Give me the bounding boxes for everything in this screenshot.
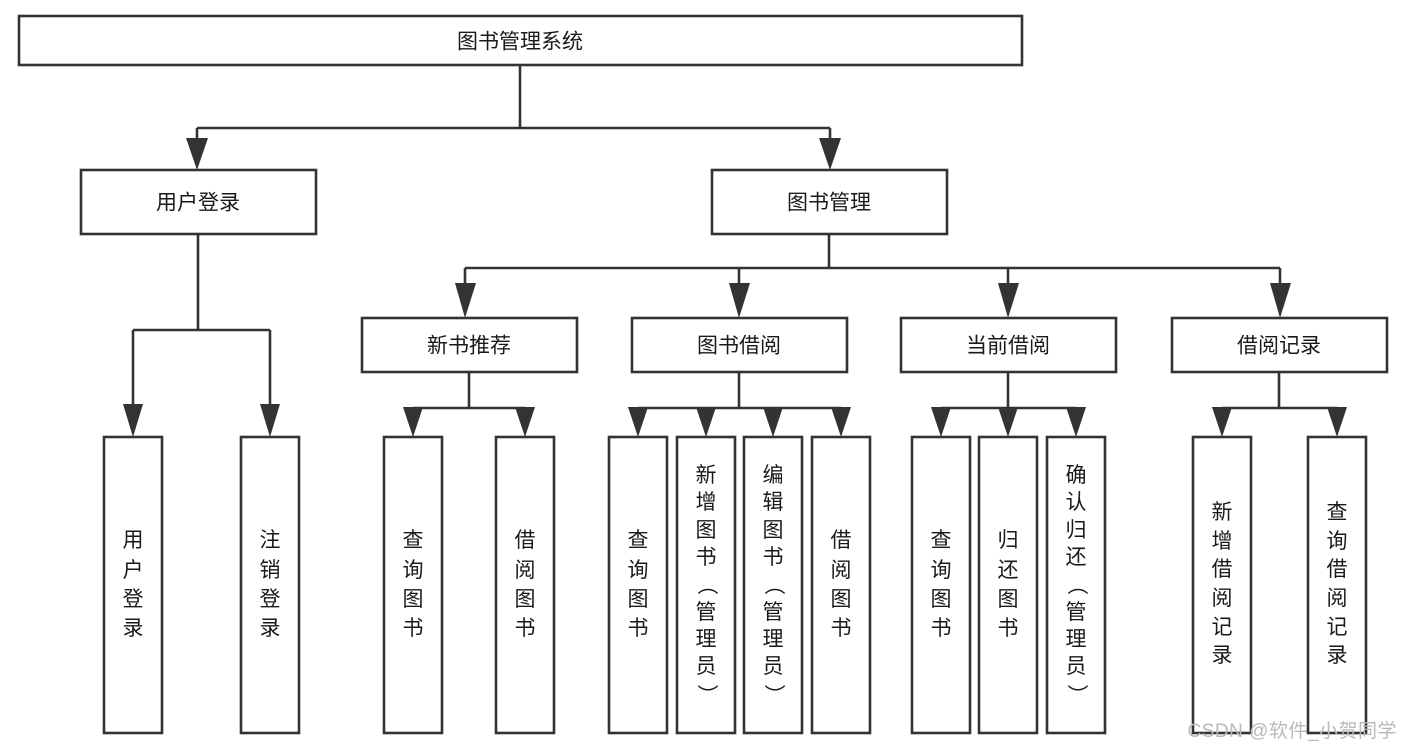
watermark: CSDN @软件_小贺同学 bbox=[1187, 721, 1397, 742]
node-root[interactable]: 图书管理系统 bbox=[17, 14, 1024, 67]
arrowhead-leaf-query-book-2 bbox=[628, 407, 648, 437]
node-user-login[interactable]: 用户登录 bbox=[79, 168, 318, 236]
arrowhead-leaf-confirm-return-admin bbox=[1066, 407, 1086, 437]
leaf-borrow-book-2-box[interactable] bbox=[810, 435, 872, 735]
arrowhead-borrow-record bbox=[1270, 283, 1291, 318]
node-current-borrow[interactable]: 当前借阅 bbox=[899, 316, 1118, 374]
node-book-borrow[interactable]: 图书借阅 bbox=[630, 316, 849, 374]
current-borrow-label: 当前借阅 bbox=[966, 335, 1050, 358]
arrowhead-leaf-user-login bbox=[123, 404, 143, 437]
new-book-recommend-label: 新书推荐 bbox=[427, 335, 511, 358]
leaf-return-book-box[interactable] bbox=[977, 435, 1039, 735]
arrowhead-book-borrow bbox=[729, 283, 750, 318]
book-borrow-label: 图书借阅 bbox=[697, 335, 781, 358]
leaf-query-book-3-box[interactable] bbox=[910, 435, 972, 735]
arrowhead-leaf-user-logout bbox=[260, 404, 280, 437]
leaf-query-book-1-box[interactable] bbox=[382, 435, 444, 735]
root-label: 图书管理系统 bbox=[457, 31, 583, 54]
borrow-record-label: 借阅记录 bbox=[1237, 335, 1321, 358]
arrowhead-leaf-borrow-book-1 bbox=[515, 407, 535, 437]
arrowhead-leaf-query-book-3 bbox=[931, 407, 951, 437]
arrowhead-leaf-add-book-admin bbox=[696, 407, 716, 437]
borrow-record-box[interactable] bbox=[1170, 316, 1389, 374]
arrowhead-leaf-query-borrow-record bbox=[1327, 407, 1347, 437]
leaf-confirm-return-admin-box[interactable] bbox=[1045, 435, 1107, 735]
arrowhead-new-book-recommend bbox=[455, 283, 476, 318]
new-book-recommend-box[interactable] bbox=[360, 316, 579, 374]
book-manage-box[interactable] bbox=[710, 168, 949, 236]
leaf-query-borrow-record-box[interactable] bbox=[1306, 435, 1368, 735]
arrowhead-leaf-edit-book-admin bbox=[763, 407, 783, 437]
arrowhead-leaf-query-book-1 bbox=[403, 407, 423, 437]
arrowhead-book-manage bbox=[819, 138, 841, 170]
user-login-label: 用户登录 bbox=[156, 192, 240, 215]
node-borrow-record[interactable]: 借阅记录 bbox=[1170, 316, 1389, 374]
node-book-manage[interactable]: 图书管理 bbox=[710, 168, 949, 236]
leaf-add-borrow-record-box[interactable] bbox=[1191, 435, 1253, 735]
leaf-add-book-admin-box[interactable] bbox=[675, 435, 737, 735]
leaf-user-logout-box[interactable] bbox=[239, 435, 301, 735]
leaf-borrow-book-1-box[interactable] bbox=[494, 435, 556, 735]
book-borrow-box[interactable] bbox=[630, 316, 849, 374]
leaf-user-login-box[interactable] bbox=[102, 435, 164, 735]
arrowhead-leaf-return-book bbox=[998, 407, 1018, 437]
current-borrow-box[interactable] bbox=[899, 316, 1118, 374]
root-box[interactable] bbox=[17, 14, 1024, 67]
arrowhead-current-borrow bbox=[998, 283, 1019, 318]
arrowhead-leaf-add-borrow-record bbox=[1212, 407, 1232, 437]
arrowhead-user-login bbox=[186, 138, 208, 170]
leaf-query-book-2-box[interactable] bbox=[607, 435, 669, 735]
book-manage-label: 图书管理 bbox=[787, 192, 871, 215]
leaf-edit-book-admin-box[interactable] bbox=[742, 435, 804, 735]
arrowhead-leaf-borrow-book-2 bbox=[831, 407, 851, 437]
node-new-book-recommend[interactable]: 新书推荐 bbox=[360, 316, 579, 374]
